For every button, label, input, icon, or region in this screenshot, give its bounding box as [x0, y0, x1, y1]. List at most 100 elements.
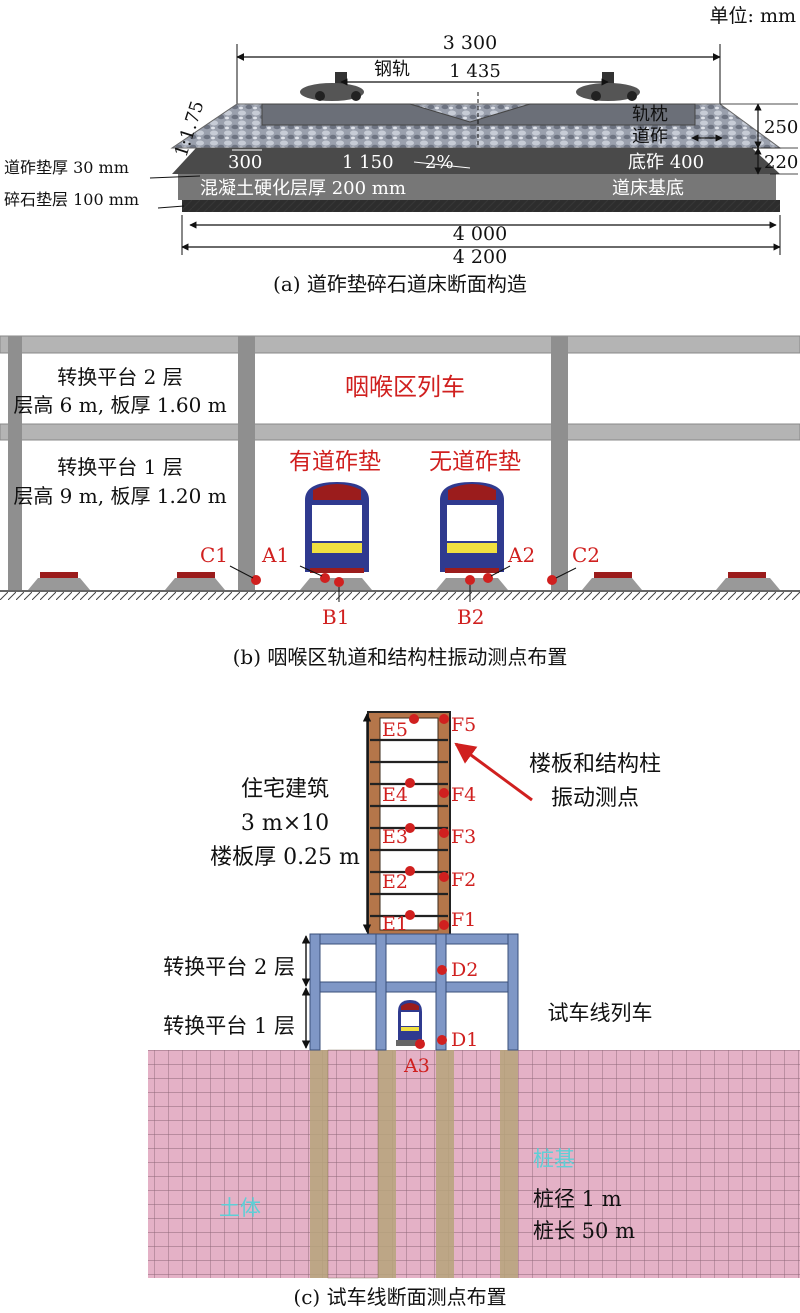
caption-a: (a) 道砟垫碎石道床断面构造 — [273, 272, 527, 296]
track-beds — [28, 572, 780, 590]
transfer-platform-frame — [309, 933, 519, 1051]
sleeper-label: 轨枕 — [632, 104, 668, 125]
pile-label-line2: 桩径 1 m — [533, 1187, 622, 1211]
dim-4000: 4 000 — [453, 223, 507, 245]
point-d2 — [437, 965, 447, 975]
pile-label-line3: 桩长 50 m — [533, 1219, 635, 1243]
soil-mesh — [148, 1050, 800, 1278]
point-e5 — [409, 714, 419, 724]
rail-right — [576, 72, 640, 101]
dim-4200: 4 200 — [453, 246, 507, 268]
point-e5-label: E5 — [382, 719, 408, 741]
point-e2 — [405, 866, 415, 876]
point-f5-label: F5 — [451, 714, 476, 736]
point-e4-label: E4 — [382, 784, 408, 806]
sleeper — [261, 103, 696, 126]
point-f2-label: F2 — [451, 869, 476, 891]
slab-label-line2: 振动测点 — [551, 786, 639, 811]
dim-1435: 1 435 — [449, 61, 501, 82]
pile-foundation — [310, 1049, 518, 1279]
point-f3 — [439, 828, 449, 838]
pile-label-line1: 桩基 — [533, 1147, 575, 1171]
slab-floor-1 — [0, 423, 800, 441]
rail-left — [300, 72, 364, 101]
platform1-label: 转换平台 1 层 — [163, 1014, 295, 1038]
unit-label: 单位: mm — [710, 5, 796, 27]
point-c1 — [251, 575, 261, 585]
floor2-line1: 转换平台 2 层 — [57, 365, 182, 389]
point-c1-label: C1 — [200, 543, 228, 567]
point-d1 — [437, 1035, 447, 1045]
train-with-pad — [305, 482, 369, 573]
test-train-label: 试车线列车 — [548, 1001, 653, 1025]
soil-label: 土体 — [219, 1196, 261, 1220]
point-d2-label: D2 — [451, 959, 478, 981]
dim-300: 300 — [228, 152, 262, 173]
slab-annotation-arrow — [454, 742, 533, 802]
caption-c: (c) 试车线断面测点布置 — [293, 1285, 506, 1309]
point-a1 — [320, 573, 330, 583]
slab-floor-2 — [0, 335, 800, 354]
point-f2 — [439, 872, 449, 882]
column-1 — [8, 336, 22, 590]
point-d1-label: D1 — [451, 1029, 478, 1051]
concrete-layer — [178, 174, 776, 200]
pad-label: 道砟垫厚 30 mm — [4, 158, 129, 177]
point-a1-label: A1 — [261, 543, 289, 567]
a1-leader — [299, 565, 323, 577]
point-b1 — [334, 577, 344, 587]
dim-400: 底砟 400 — [628, 152, 704, 173]
throat-train-label: 咽喉区列车 — [345, 373, 465, 401]
point-b1-label: B1 — [322, 605, 349, 629]
caption-b: (b) 咽喉区轨道和结构柱振动测点布置 — [233, 645, 568, 669]
point-a2 — [483, 573, 493, 583]
with-pad-label: 有道砟垫 — [289, 449, 381, 475]
dim-1150: 1 150 — [342, 152, 394, 173]
column-3 — [551, 336, 568, 590]
without-pad-label: 无道砟垫 — [429, 449, 521, 475]
point-b2-label: B2 — [457, 605, 484, 629]
slab-label-line1: 楼板和结构柱 — [529, 752, 661, 777]
gravel-leader — [157, 205, 185, 209]
ballast-label: 道砟 — [632, 126, 668, 147]
building-line2: 3 m×10 — [241, 811, 329, 836]
floor2-line2: 层高 6 m, 板厚 1.60 m — [13, 393, 226, 417]
panel-b-throat-area: 转换平台 2 层 层高 6 m, 板厚 1.60 m 转换平台 1 层 层高 9… — [0, 335, 800, 669]
c1-leader — [229, 565, 254, 579]
dim-220: 220 — [764, 152, 798, 173]
rail-label: 钢轨 — [374, 59, 410, 80]
floor1-line1: 转换平台 1 层 — [57, 455, 182, 479]
gravel-hatch — [182, 200, 780, 212]
point-c2-label: C2 — [572, 543, 600, 567]
building-line1: 住宅建筑 — [241, 777, 329, 802]
slope-line — [413, 161, 471, 169]
point-a3 — [415, 1039, 425, 1049]
train-without-pad — [440, 482, 504, 573]
point-f1-label: F1 — [451, 909, 476, 931]
dim-250: 250 — [764, 117, 798, 138]
point-e1 — [405, 910, 415, 920]
point-e3 — [405, 823, 415, 833]
platform2-label: 转换平台 2 层 — [163, 955, 295, 979]
column-2 — [238, 336, 255, 590]
point-e1-label: E1 — [382, 913, 408, 935]
point-e4 — [405, 778, 415, 788]
point-e2-label: E2 — [382, 871, 408, 893]
point-f3-label: F3 — [451, 826, 476, 848]
point-f5 — [439, 714, 449, 724]
building-line3: 楼板厚 0.25 m — [210, 845, 360, 870]
point-e3-label: E3 — [382, 826, 408, 848]
a2-leader — [490, 565, 511, 577]
measure-points — [405, 714, 449, 1049]
dim-3300: 3 300 — [443, 32, 497, 54]
point-c2 — [547, 575, 557, 585]
point-f4-label: F4 — [451, 784, 476, 806]
point-b2 — [465, 575, 475, 585]
ground-hatch — [0, 592, 800, 600]
sub-ballast — [172, 148, 780, 174]
panel-c-test-line: 住宅建筑 3 m×10 楼板厚 0.25 m 转换平台 2 层 转换平台 1 层… — [148, 711, 800, 1309]
test-line-train — [396, 1000, 424, 1046]
pad-leader — [149, 175, 201, 179]
point-a2-label: A2 — [507, 543, 535, 567]
